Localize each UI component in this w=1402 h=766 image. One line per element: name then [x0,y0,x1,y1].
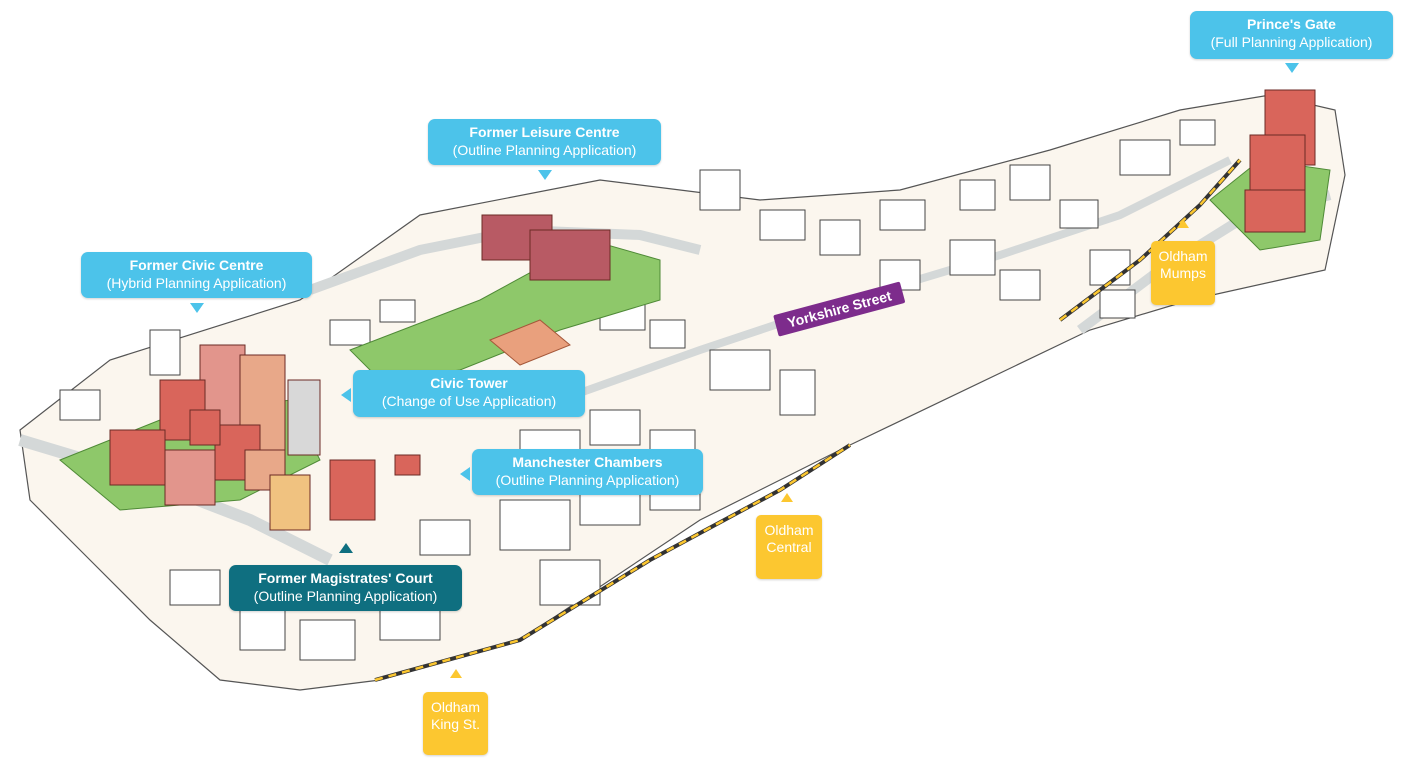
callout-pointer [460,467,470,481]
station-name-line2: King St. [430,716,481,732]
callout-subtitle: (Outline Planning Application) [495,472,680,488]
road-yorkshire-street [558,156,1232,404]
station-name-line1: Oldham [1158,248,1208,264]
callout-princes-gate[interactable]: Prince's Gate (Full Planning Application… [1190,11,1393,59]
development-buildings [109,89,1316,531]
callout-former-leisure-centre[interactable]: Former Leisure Centre (Outline Planning … [428,119,661,165]
callout-title: Civic Tower [430,375,508,391]
callout-subtitle: (Full Planning Application) [1210,34,1373,50]
callout-title: Prince's Gate [1247,16,1336,32]
station-pointer [781,493,793,502]
callout-pointer [341,388,351,402]
plaza-terracotta [489,319,571,366]
callout-title: Former Civic Centre [129,257,264,273]
station-name-line2: Central [766,539,812,555]
callout-subtitle: (Outline Planning Application) [253,588,438,604]
callout-former-civic-centre[interactable]: Former Civic Centre (Hybrid Planning App… [81,252,312,298]
background-buildings [59,119,1216,661]
station-pointer [450,669,462,678]
callout-former-magistrates-court[interactable]: Former Magistrates' Court (Outline Plann… [229,565,462,611]
callout-subtitle: (Outline Planning Application) [452,142,637,158]
callout-pointer [1285,63,1299,73]
railway-metrolink-east-dash [1059,159,1241,321]
callout-manchester-chambers[interactable]: Manchester Chambers (Outline Planning Ap… [472,449,703,495]
station-oldham-mumps[interactable]: Oldham Mumps [1151,241,1215,305]
callout-subtitle: (Hybrid Planning Application) [106,275,287,291]
callout-title: Former Leisure Centre [469,124,620,140]
callout-pointer [339,543,353,553]
callout-title: Former Magistrates' Court [258,570,433,586]
callout-pointer [190,303,204,313]
station-pointer [1177,219,1189,228]
callout-pointer [538,170,552,180]
town-centre-outline [19,94,1346,691]
station-name-line1: Oldham [764,522,814,538]
station-oldham-king-st[interactable]: Oldham King St. [423,692,488,755]
station-name-line1: Oldham [430,699,481,715]
callout-title: Manchester Chambers [512,454,663,470]
station-oldham-central[interactable]: Oldham Central [756,515,822,579]
railway-metrolink-south-dash [374,443,851,682]
callout-subtitle: (Change of Use Application) [381,393,557,409]
callout-civic-tower[interactable]: Civic Tower (Change of Use Application) [353,370,585,417]
station-name-line2: Mumps [1160,265,1206,281]
